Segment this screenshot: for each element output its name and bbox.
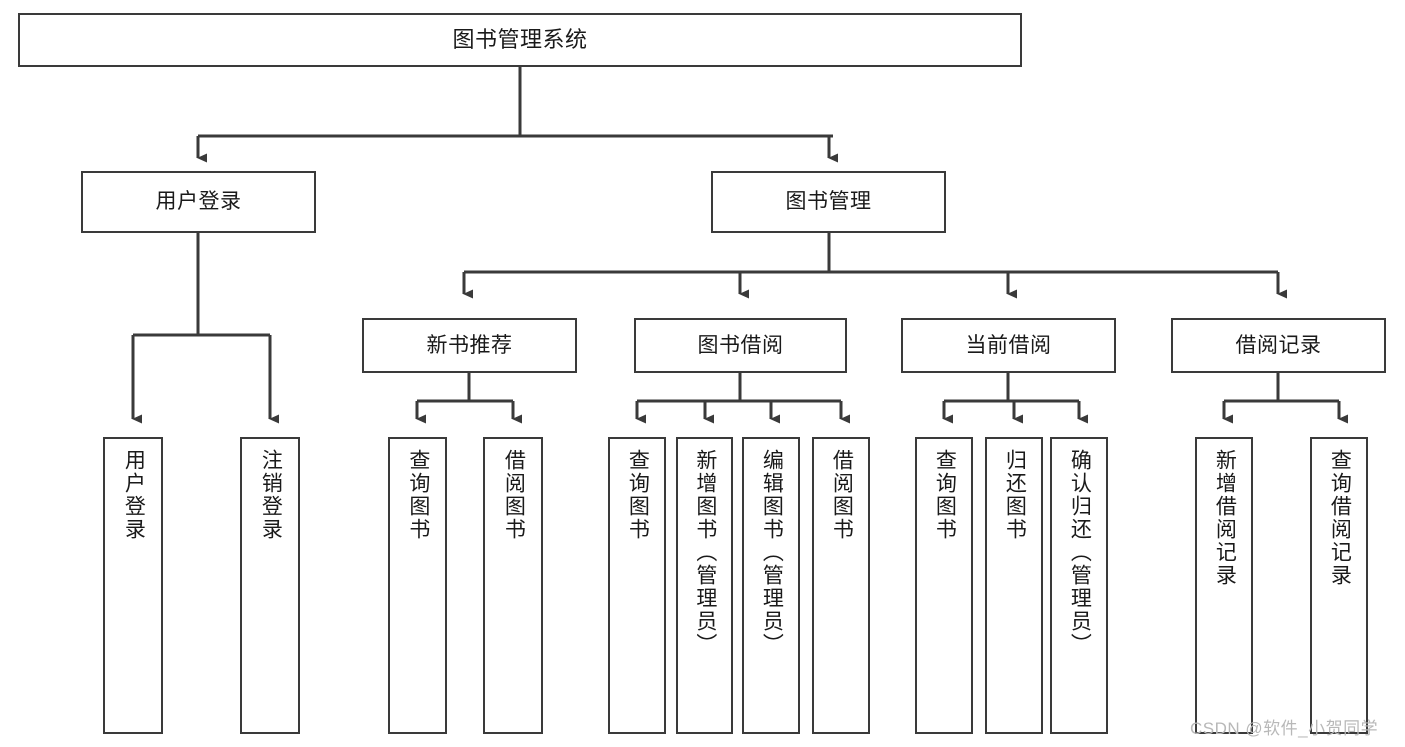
node-borrow-record[interactable]: 借阅记录 — [1171, 318, 1386, 373]
node-label: 新书推荐 — [426, 333, 513, 357]
node-label: 查询图书 — [626, 449, 650, 541]
leaf-add-borrow-record[interactable]: 新增借阅记录 — [1195, 437, 1253, 734]
leaf-user-login[interactable]: 用户登录 — [103, 437, 163, 734]
leaf-edit-book-admin[interactable]: 编辑图书（管理员） — [742, 437, 800, 734]
node-label: 确认归还（管理员） — [1068, 449, 1092, 656]
node-label: 编辑图书（管理员） — [760, 449, 784, 656]
node-label: 图书管理 — [785, 190, 872, 214]
leaf-borrow-book-recommend[interactable]: 借阅图书 — [483, 437, 543, 734]
node-root-system[interactable]: 图书管理系统 — [18, 13, 1022, 67]
node-label: 查询图书 — [406, 449, 430, 541]
node-label: 图书借阅 — [697, 333, 784, 357]
node-label: 图书管理系统 — [452, 26, 588, 52]
node-book-borrow[interactable]: 图书借阅 — [634, 318, 847, 373]
node-label: 注销登录 — [259, 449, 283, 541]
leaf-add-book-admin[interactable]: 新增图书（管理员） — [676, 437, 733, 734]
leaf-query-book-current[interactable]: 查询图书 — [915, 437, 973, 734]
node-label: 借阅图书 — [502, 449, 526, 541]
leaf-query-book-recommend[interactable]: 查询图书 — [388, 437, 447, 734]
leaf-query-book-borrow[interactable]: 查询图书 — [608, 437, 666, 734]
node-new-book-recommend[interactable]: 新书推荐 — [362, 318, 577, 373]
leaf-borrow-book[interactable]: 借阅图书 — [812, 437, 870, 734]
node-label: 借阅记录 — [1235, 333, 1322, 357]
node-current-borrow[interactable]: 当前借阅 — [901, 318, 1116, 373]
node-label: 查询图书 — [933, 449, 957, 541]
node-label: 新增图书（管理员） — [693, 449, 717, 656]
node-label: 借阅图书 — [830, 449, 854, 541]
node-label: 归还图书 — [1003, 449, 1027, 541]
node-user-login[interactable]: 用户登录 — [81, 171, 316, 233]
leaf-return-book[interactable]: 归还图书 — [985, 437, 1043, 734]
node-label: 用户登录 — [122, 449, 146, 541]
watermark-csdn: CSDN @软件_小贺同学 — [1190, 719, 1379, 738]
leaf-logout[interactable]: 注销登录 — [240, 437, 300, 734]
leaf-query-borrow-record[interactable]: 查询借阅记录 — [1310, 437, 1368, 734]
node-label: 查询借阅记录 — [1328, 449, 1352, 587]
node-label: 当前借阅 — [965, 333, 1052, 357]
node-label: 用户登录 — [155, 190, 242, 214]
node-label: 新增借阅记录 — [1213, 449, 1237, 587]
node-book-management[interactable]: 图书管理 — [711, 171, 946, 233]
leaf-confirm-return-admin[interactable]: 确认归还（管理员） — [1050, 437, 1108, 734]
